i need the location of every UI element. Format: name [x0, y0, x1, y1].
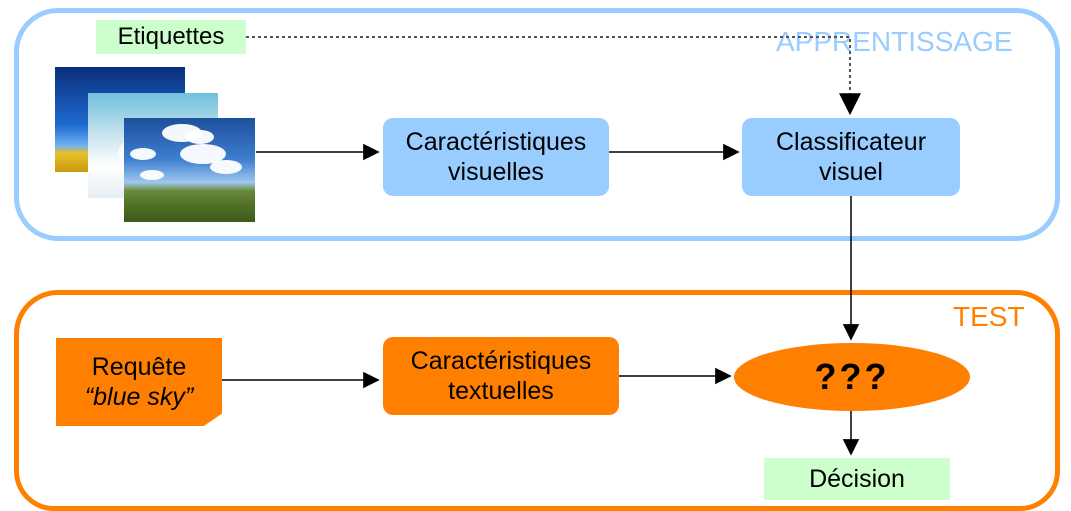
query-line1: Requête: [91, 353, 187, 381]
text-features-node: Caractéristiques textuelles: [383, 337, 619, 415]
visual-classifier-line1: Classificateur: [775, 128, 927, 156]
query-note: Requête “blue sky”: [56, 338, 222, 426]
text-features-line1: Caractéristiques: [410, 347, 592, 375]
decision-node: Décision: [764, 458, 950, 500]
unknown-result-node: ???: [734, 343, 970, 411]
labels-tag: Etiquettes: [96, 20, 246, 54]
text-features-line2: textuelles: [448, 377, 554, 405]
visual-features-line2: visuelles: [448, 158, 544, 186]
test-stage-panel: [14, 290, 1060, 511]
query-line2: “blue sky”: [84, 383, 194, 411]
sky-photo-3: [124, 118, 255, 222]
visual-classifier-node: Classificateur visuel: [742, 118, 960, 196]
visual-classifier-line2: visuel: [819, 158, 883, 186]
visual-features-node: Caractéristiques visuelles: [383, 118, 609, 196]
visual-features-line1: Caractéristiques: [405, 128, 587, 156]
learning-stage-panel: [14, 8, 1060, 241]
learning-stage-label: APPRENTISSAGE: [776, 26, 1013, 57]
dotted-label-link: [246, 36, 861, 116]
test-stage-label: TEST: [953, 301, 1025, 332]
